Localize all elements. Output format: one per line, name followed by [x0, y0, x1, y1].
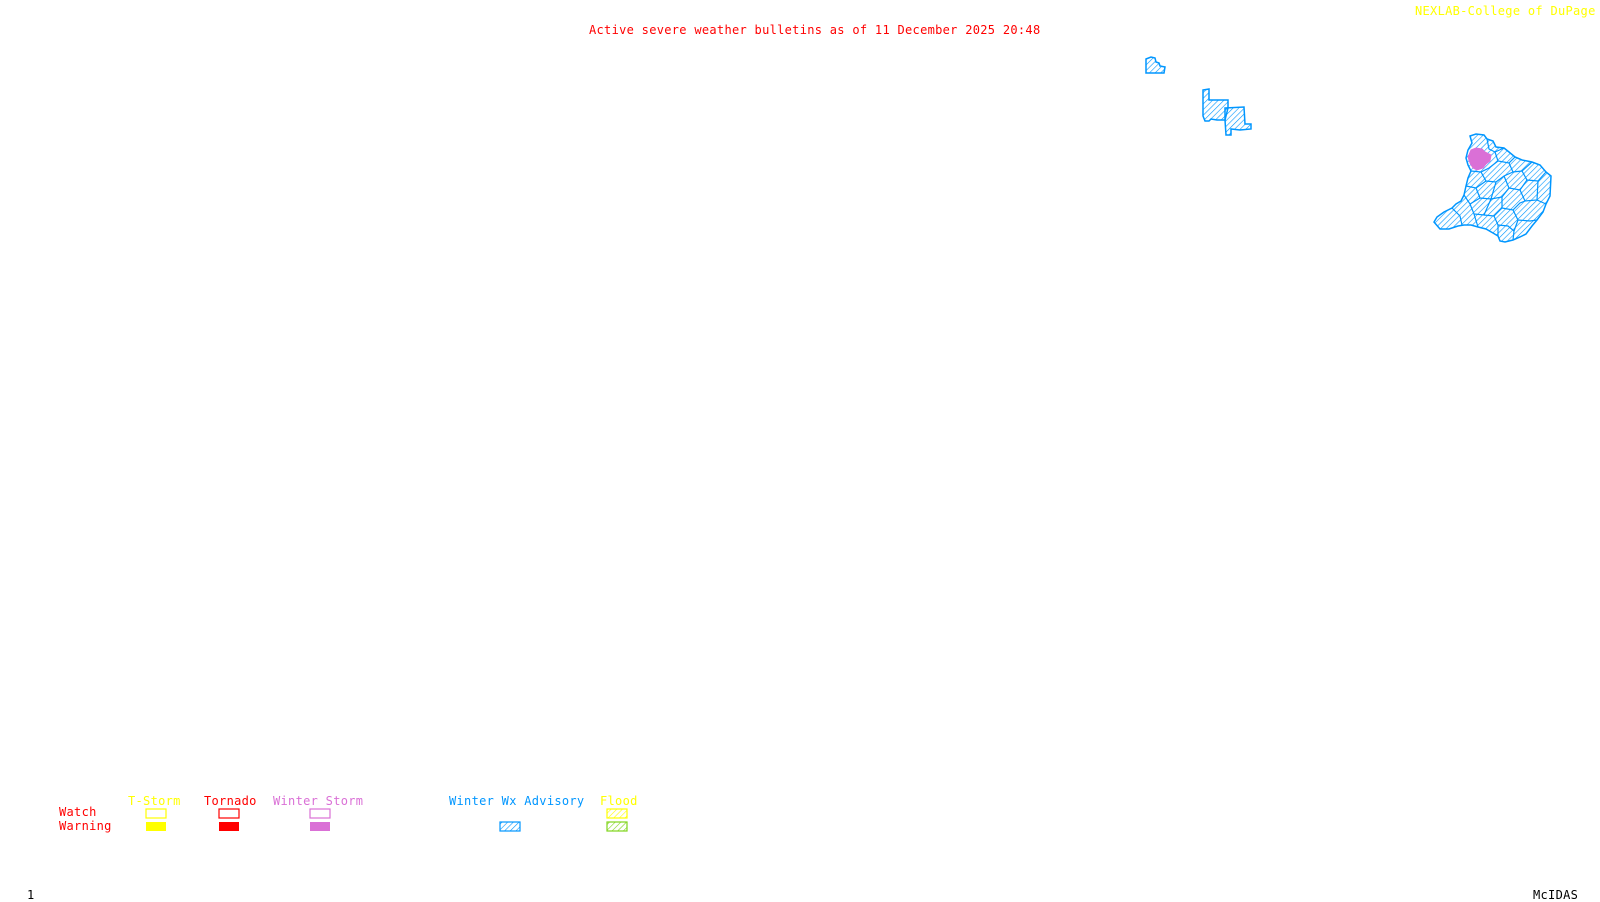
- legend-flood-watch-swatch: [606, 808, 628, 819]
- legend-warning-label: Warning: [59, 819, 112, 833]
- legend-watch-label: Watch: [59, 805, 97, 819]
- legend-winter-storm-label: Winter Storm: [273, 794, 364, 808]
- legend-tornado-warning-swatch: [219, 822, 239, 831]
- legend-flood-warning-swatch: [606, 821, 628, 832]
- credit-text: NEXLAB-College of DuPage ©: [1415, 4, 1600, 18]
- legend-winter-storm-watch-swatch: [309, 808, 331, 819]
- map-title: Active severe weather bulletins as of 11…: [589, 23, 1041, 37]
- legend-swatches: [145, 808, 628, 832]
- legend-tstorm-watch-swatch: [145, 808, 167, 819]
- legend-tstorm-label: T-Storm: [128, 794, 181, 808]
- advisory-area-east-cluster: [1433, 133, 1552, 243]
- legend-winter-advisory-label: Winter Wx Advisory: [449, 794, 585, 808]
- legend-winter-advisory-warning-swatch: [499, 821, 521, 832]
- legend-tornado-watch-swatch: [218, 808, 240, 819]
- frame-number: 1: [27, 888, 35, 902]
- legend-winter-storm-warning-swatch: [310, 822, 330, 831]
- legend-tstorm-warning-swatch: [146, 822, 166, 831]
- legend-tornado-label: Tornado: [204, 794, 257, 808]
- winter-storm-warning-area: [1467, 147, 1492, 171]
- advisory-area-north: [1145, 56, 1166, 74]
- software-label: McIDAS: [1533, 888, 1579, 902]
- legend-flood-label: Flood: [600, 794, 638, 808]
- advisory-area-central-west: [1202, 88, 1229, 122]
- advisory-area-central-east: [1224, 106, 1252, 136]
